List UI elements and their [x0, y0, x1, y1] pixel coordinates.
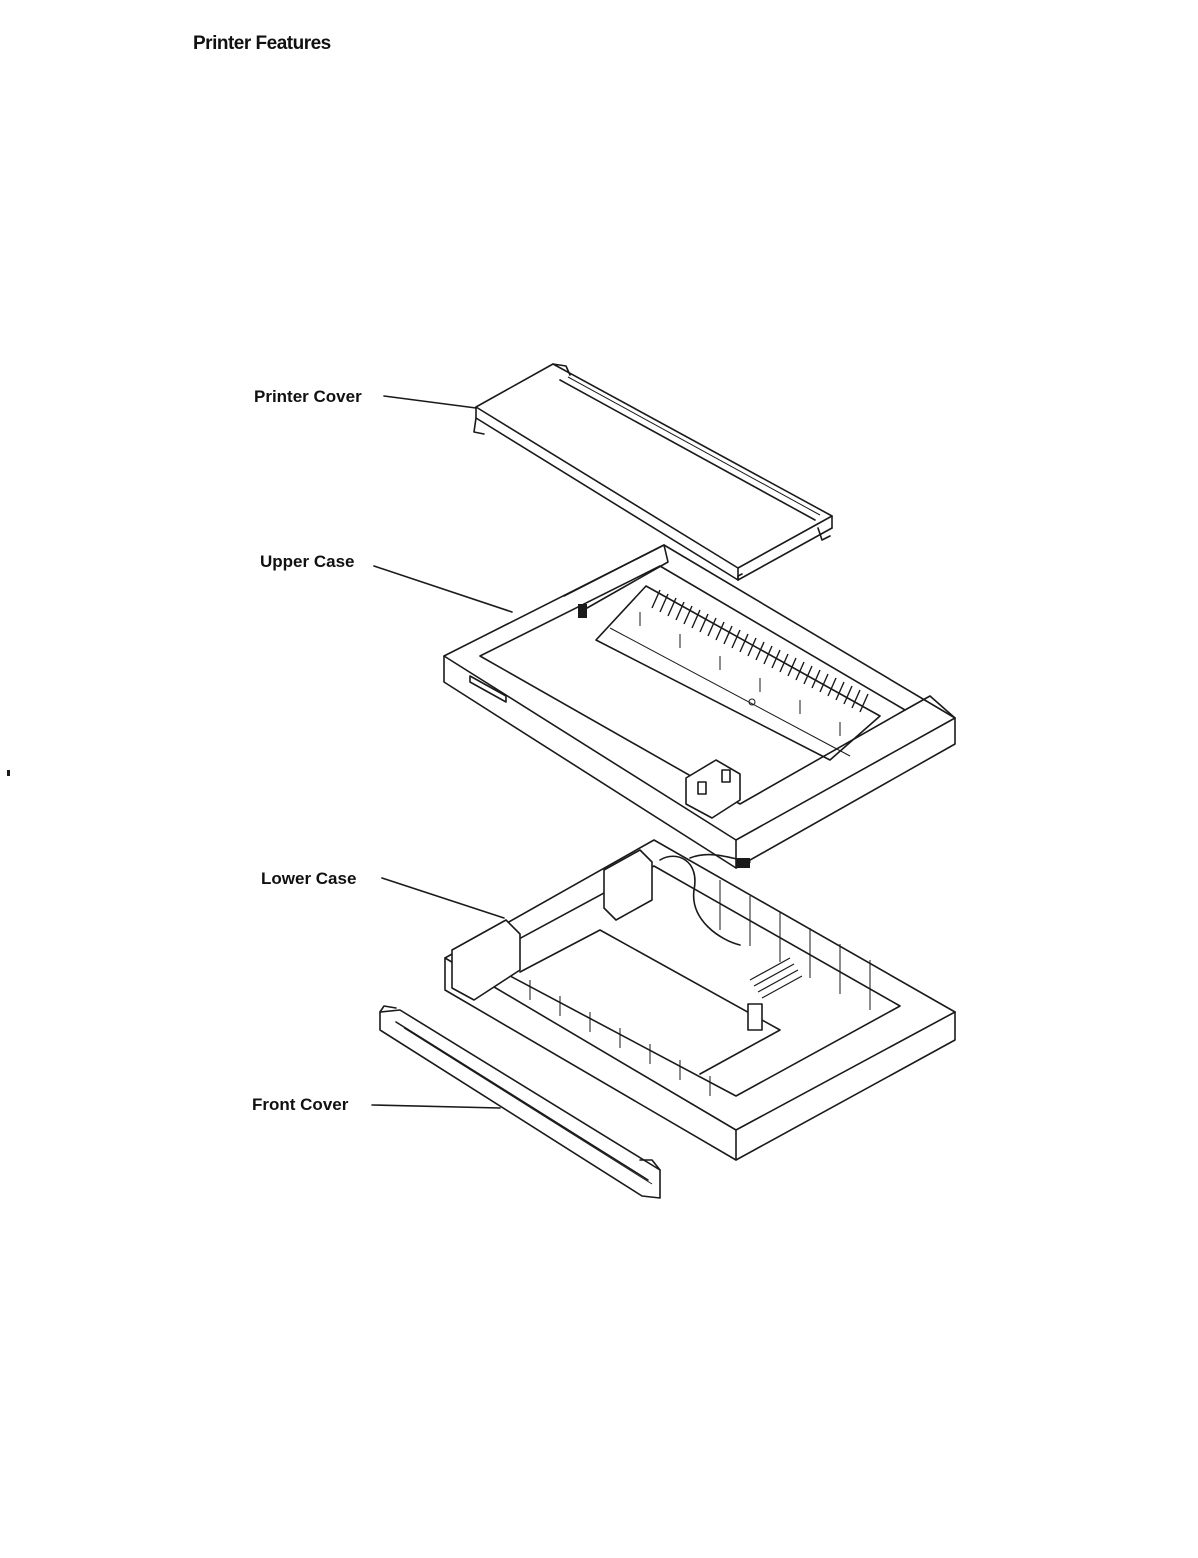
label-upper-case: Upper Case [260, 553, 354, 570]
label-lower-case: Lower Case [261, 870, 356, 887]
label-front-cover: Front Cover [252, 1096, 348, 1113]
leader-lines [372, 396, 512, 1108]
printer-cover-drawing [474, 364, 832, 580]
label-printer-cover: Printer Cover [254, 388, 362, 405]
upper-case-drawing [444, 545, 955, 868]
margin-mark [7, 770, 10, 776]
